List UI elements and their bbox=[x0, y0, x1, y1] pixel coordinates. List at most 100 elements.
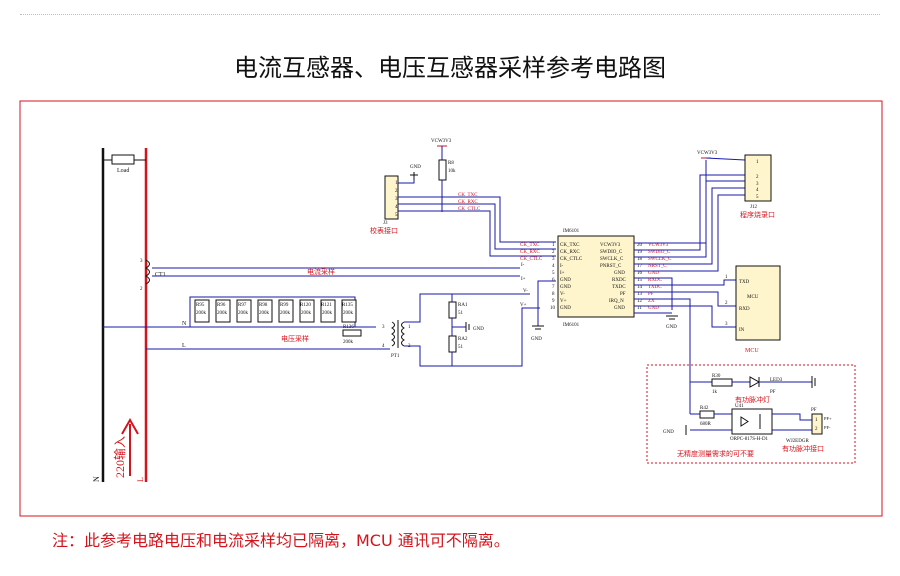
svg-text:2: 2 bbox=[815, 427, 818, 432]
svg-text:5: 5 bbox=[552, 271, 555, 276]
svg-text:15: 15 bbox=[637, 278, 643, 283]
svg-text:200k: 200k bbox=[280, 311, 291, 316]
svg-text:20: 20 bbox=[637, 243, 643, 248]
n-bottom-label: N bbox=[92, 476, 101, 482]
svg-text:R97: R97 bbox=[238, 303, 247, 308]
svg-text:PNRST_C: PNRST_C bbox=[600, 264, 622, 269]
svg-text:7: 7 bbox=[552, 285, 555, 290]
chip-gnd-label: GND bbox=[531, 337, 542, 342]
pt1-secondary bbox=[401, 321, 405, 347]
svg-text:I+: I+ bbox=[521, 277, 526, 282]
pulse-port-label: 有功脉冲接口 bbox=[782, 444, 824, 453]
svg-text:PF: PF bbox=[620, 292, 626, 297]
svg-text:PF: PF bbox=[648, 292, 654, 297]
voltage-sampling-label: 电压采样 bbox=[281, 334, 309, 343]
svg-text:R95: R95 bbox=[196, 303, 205, 308]
vcw3v3-label-1: VCW3V3 bbox=[431, 139, 452, 144]
svg-text:V+: V+ bbox=[560, 299, 567, 304]
svg-text:TXDC: TXDC bbox=[612, 285, 626, 290]
svg-text:2: 2 bbox=[725, 301, 728, 306]
current-sampling-label: 电流采样 bbox=[307, 267, 335, 276]
svg-text:R135: R135 bbox=[342, 303, 353, 308]
r30-label: R30 bbox=[712, 374, 721, 379]
r136-value: 200k bbox=[343, 340, 354, 345]
ra-gnd-label: GND bbox=[473, 327, 484, 332]
ra2-label: RA2 bbox=[458, 337, 468, 342]
mcu-inner-label: MCU bbox=[747, 295, 759, 300]
r136-resistor bbox=[342, 329, 362, 337]
ck-ctlc-net: CK_CTLC bbox=[458, 207, 481, 212]
r8-label: R8 bbox=[448, 161, 454, 166]
u41-part: ORPC-817S-H-D1 bbox=[730, 437, 769, 442]
u41-optocoupler bbox=[731, 408, 773, 435]
svg-text:RXD: RXD bbox=[739, 307, 750, 312]
svg-text:2: 2 bbox=[552, 250, 555, 255]
svg-text:GND: GND bbox=[614, 306, 625, 311]
svg-text:GND: GND bbox=[560, 285, 571, 290]
pf-plus-label: PF+ bbox=[824, 416, 832, 421]
r42-value: 680R bbox=[700, 422, 712, 427]
pt1-label: PT1 bbox=[391, 354, 400, 359]
svg-text:RXDC: RXDC bbox=[648, 278, 663, 283]
im6101-chip bbox=[557, 235, 635, 318]
svg-text:1: 1 bbox=[725, 275, 728, 280]
svg-text:1: 1 bbox=[756, 160, 759, 165]
svg-text:14: 14 bbox=[637, 285, 643, 290]
top-divider bbox=[20, 14, 880, 15]
page-title: 电流互感器、电压互感器采样参考电路图 bbox=[234, 54, 666, 82]
load-label: Load bbox=[117, 168, 129, 174]
svg-text:19: 19 bbox=[637, 250, 643, 255]
l-line-label: L bbox=[182, 343, 186, 349]
pf-out-label: PF bbox=[811, 408, 817, 413]
svg-text:200k: 200k bbox=[343, 311, 354, 316]
svg-text:11: 11 bbox=[637, 306, 642, 311]
svg-text:3: 3 bbox=[382, 325, 385, 330]
wj2-label: WJ2EDGR bbox=[786, 439, 809, 444]
ra1-label: RA1 bbox=[458, 303, 468, 308]
ra1-resistor bbox=[448, 301, 457, 319]
svg-text:CK_TXC: CK_TXC bbox=[560, 243, 580, 248]
svg-text:V-: V- bbox=[523, 289, 528, 294]
svg-text:RXDC: RXDC bbox=[612, 278, 627, 283]
r30-value: 1k bbox=[712, 390, 718, 395]
svg-text:I-: I- bbox=[560, 264, 564, 269]
r8-resistor bbox=[438, 159, 447, 181]
svg-text:TXDC: TXDC bbox=[648, 285, 662, 290]
svg-text:200k: 200k bbox=[301, 311, 312, 316]
svg-text:12: 12 bbox=[637, 299, 643, 304]
pf-connector bbox=[811, 413, 823, 435]
svg-text:VCW3V3: VCW3V3 bbox=[648, 243, 669, 248]
svg-text:CK_RXC: CK_RXC bbox=[560, 250, 580, 255]
svg-text:16: 16 bbox=[637, 271, 643, 276]
svg-text:3: 3 bbox=[725, 322, 728, 327]
svg-text:SWDIO_C: SWDIO_C bbox=[648, 250, 671, 255]
ra2-value: 51 bbox=[458, 345, 464, 350]
svg-text:SWCLK_C: SWCLK_C bbox=[600, 257, 624, 262]
svg-text:GND: GND bbox=[648, 306, 659, 311]
chip-label-bottom: IM6101 bbox=[563, 323, 580, 328]
svg-text:GND: GND bbox=[560, 306, 571, 311]
j12-description: 程序烧录口 bbox=[740, 210, 775, 219]
j3-description: 校表接口 bbox=[370, 226, 398, 235]
svg-text:R98: R98 bbox=[259, 303, 268, 308]
j3-gnd-label: GND bbox=[410, 165, 421, 170]
svg-text:CK_CTLC: CK_CTLC bbox=[560, 257, 583, 262]
optional-note: 无精度测量需求的可不要 bbox=[677, 449, 754, 458]
isolation-note: 注：此参考电路电压和电流采样均已隔离，MCU 通讯可不隔离。 bbox=[52, 531, 510, 550]
svg-text:4: 4 bbox=[382, 344, 385, 349]
svg-text:3: 3 bbox=[395, 197, 398, 202]
svg-text:2: 2 bbox=[140, 287, 143, 292]
svg-text:R120: R120 bbox=[300, 303, 311, 308]
svg-text:R96: R96 bbox=[217, 303, 226, 308]
svg-text:GND: GND bbox=[648, 271, 659, 276]
chip-right-nets: VCW3V3 SWDIO_C SWCLK_C NRST_C GND RXDC T… bbox=[648, 243, 672, 311]
svg-text:GND: GND bbox=[614, 271, 625, 276]
svg-text:CK_TXC: CK_TXC bbox=[520, 243, 540, 248]
input-220-label: 220输入 bbox=[112, 436, 127, 478]
svg-text:ZX: ZX bbox=[648, 299, 655, 304]
